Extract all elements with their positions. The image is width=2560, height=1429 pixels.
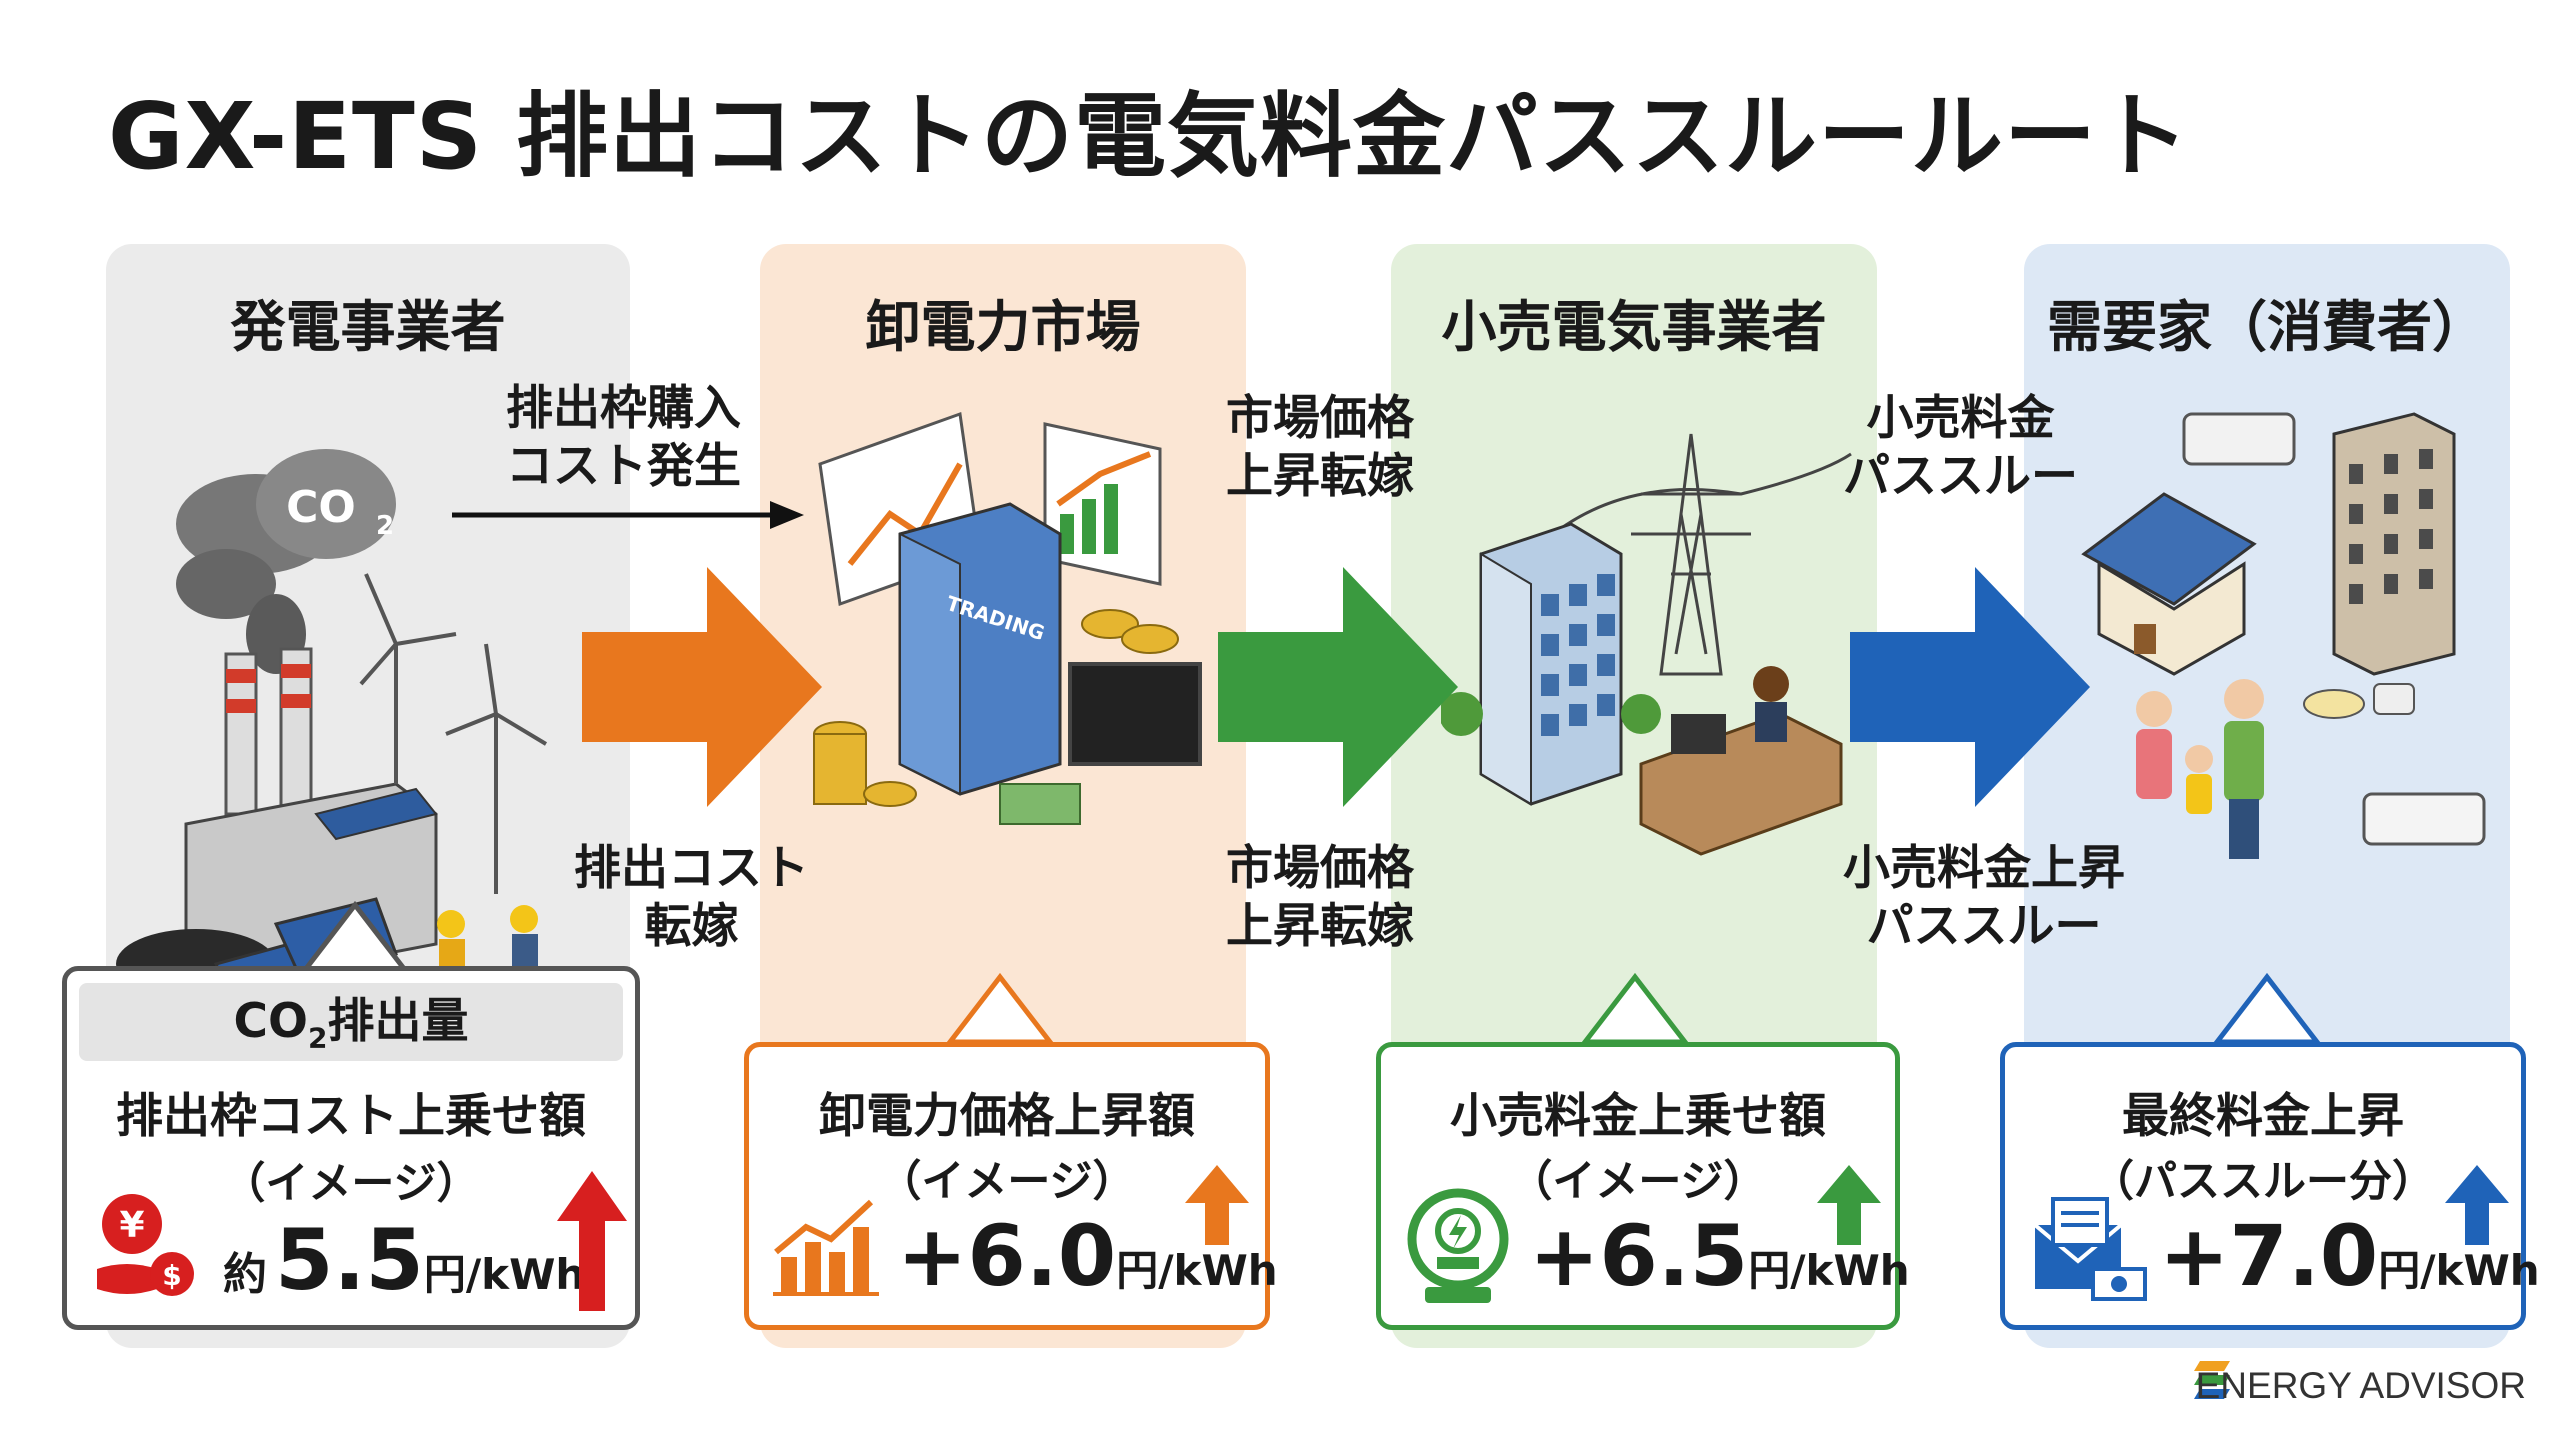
flow-arrow-orange xyxy=(582,567,822,807)
card-retail-increase: 小売料金上乗せ額 （イメージ） +6.5円/kWh xyxy=(1376,1042,1910,1330)
column-heading: 小売電気事業者 xyxy=(1441,295,1827,359)
svg-text:$: $ xyxy=(162,1259,181,1292)
trading-building-illustration: TRADING xyxy=(813,411,1202,825)
flow-label-retail-top: 小売料金 パススルー xyxy=(1843,391,2078,504)
rising-chart-icon xyxy=(773,1199,879,1296)
card-wholesale-increase: 卸電力価格上昇額 （イメージ） +6.0円/kWh xyxy=(744,1042,1278,1330)
card-final-increase: 最終料金上昇 （パススルー分） +7.0円/kWh xyxy=(2000,1042,2540,1330)
card-header: CO2排出量 xyxy=(79,983,623,1061)
callout-pointer xyxy=(1580,972,1690,1044)
callout-pointer xyxy=(300,900,410,972)
svg-text:2: 2 xyxy=(376,511,394,541)
flow-label-retail-bottom: 小売料金上昇 パススルー xyxy=(1843,841,2125,954)
energy-advisor-logo-icon xyxy=(2194,1361,2230,1399)
power-meter-icon xyxy=(1407,1188,1509,1303)
card-title: 小売料金上乗せ額 xyxy=(1450,1089,1826,1144)
card-subtitle: （パススルー分） xyxy=(2091,1157,2435,1207)
card-value: +6.5円/kWh xyxy=(1529,1207,1910,1305)
retailer-office-illustration xyxy=(1441,433,1852,856)
card-subtitle: （イメージ） xyxy=(222,1159,480,1209)
callout-pointer xyxy=(2212,972,2322,1044)
brand-name: ENERGY ADVISOR xyxy=(2195,1365,2526,1406)
flow-label-market-bottom: 市場価格 上昇転嫁 xyxy=(1226,841,1414,954)
co2-cloud-icon: CO 2 xyxy=(176,449,396,674)
card-subtitle: （イメージ） xyxy=(878,1157,1136,1207)
card-subtitle: （イメージ） xyxy=(1509,1157,1767,1207)
column-heading: 卸電力市場 xyxy=(865,295,1141,359)
co2-text: CO xyxy=(286,482,356,533)
flow-arrow-green xyxy=(1218,567,1458,807)
page-title: GX-ETS 排出コストの電気料金パススルールート xyxy=(108,83,2191,190)
card-title: 排出枠コスト上乗せ額 xyxy=(116,1089,586,1144)
flow-label-emission-transfer: 排出コスト 転嫁 xyxy=(574,841,809,954)
up-arrow-icon xyxy=(1817,1165,1881,1245)
card-value: +7.0円/kWh xyxy=(2159,1207,2540,1305)
card-emission-cost: CO2排出量 排出枠コスト上乗せ額 （イメージ） ¥ $ 約5.5円/kWh xyxy=(62,966,640,1330)
bill-envelope-icon xyxy=(2033,1197,2147,1301)
yen-coins-icon: ¥ $ xyxy=(97,1194,194,1296)
column-heading: 発電事業者 xyxy=(230,295,506,359)
flow-arrow-blue xyxy=(1850,567,2090,807)
flow-label-emission-purchase: 排出枠購入 コスト発生 xyxy=(506,381,741,494)
up-arrow-icon xyxy=(2445,1165,2509,1245)
up-arrow-icon xyxy=(1185,1165,1249,1245)
column-heading: 需要家（消費者） xyxy=(2046,295,2487,359)
up-arrow-icon xyxy=(557,1171,627,1311)
flow-label-market-top: 市場価格 上昇転嫁 xyxy=(1226,391,1414,504)
cost-purchase-arrow xyxy=(452,501,804,529)
callout-pointer xyxy=(945,972,1055,1044)
svg-text:¥: ¥ xyxy=(119,1205,144,1246)
card-value: 約5.5円/kWh xyxy=(223,1211,586,1309)
card-title: 卸電力価格上昇額 xyxy=(819,1089,1195,1144)
consumer-household-illustration xyxy=(2081,412,2486,859)
card-title: 最終料金上昇 xyxy=(2122,1089,2404,1144)
card-value: +6.0円/kWh xyxy=(897,1207,1278,1305)
